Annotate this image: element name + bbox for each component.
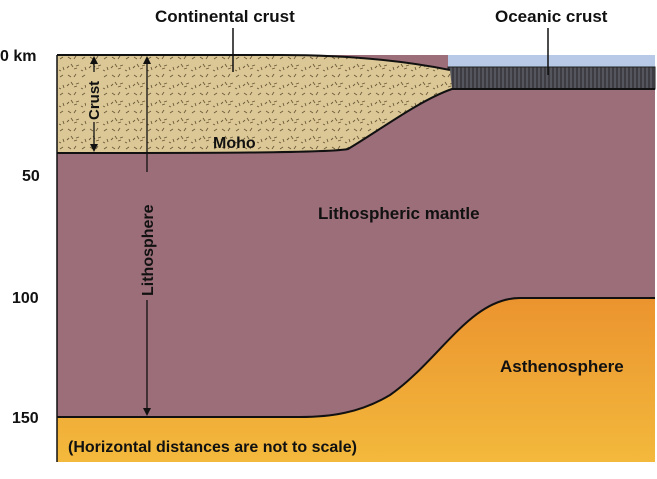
asthenosphere-label: Asthenosphere [500, 357, 624, 376]
depth-tick-50: 50 [22, 168, 40, 185]
oceanic-crust-label: Oceanic crust [495, 7, 608, 26]
lithospheric-mantle-label: Lithospheric mantle [318, 204, 480, 223]
moho-label: Moho [213, 135, 256, 152]
oceanic-crust-layer [448, 67, 655, 89]
scale-footnote: (Horizontal distances are not to scale) [68, 439, 357, 456]
ocean-water-layer [448, 55, 655, 67]
depth-tick-0: 0 km [0, 48, 36, 65]
depth-tick-100: 100 [12, 290, 39, 307]
depth-tick-150: 150 [12, 410, 39, 427]
lithosphere-label: Lithosphere [140, 204, 157, 296]
crust-label: Crust [86, 81, 103, 120]
continental-crust-label: Continental crust [155, 7, 295, 26]
